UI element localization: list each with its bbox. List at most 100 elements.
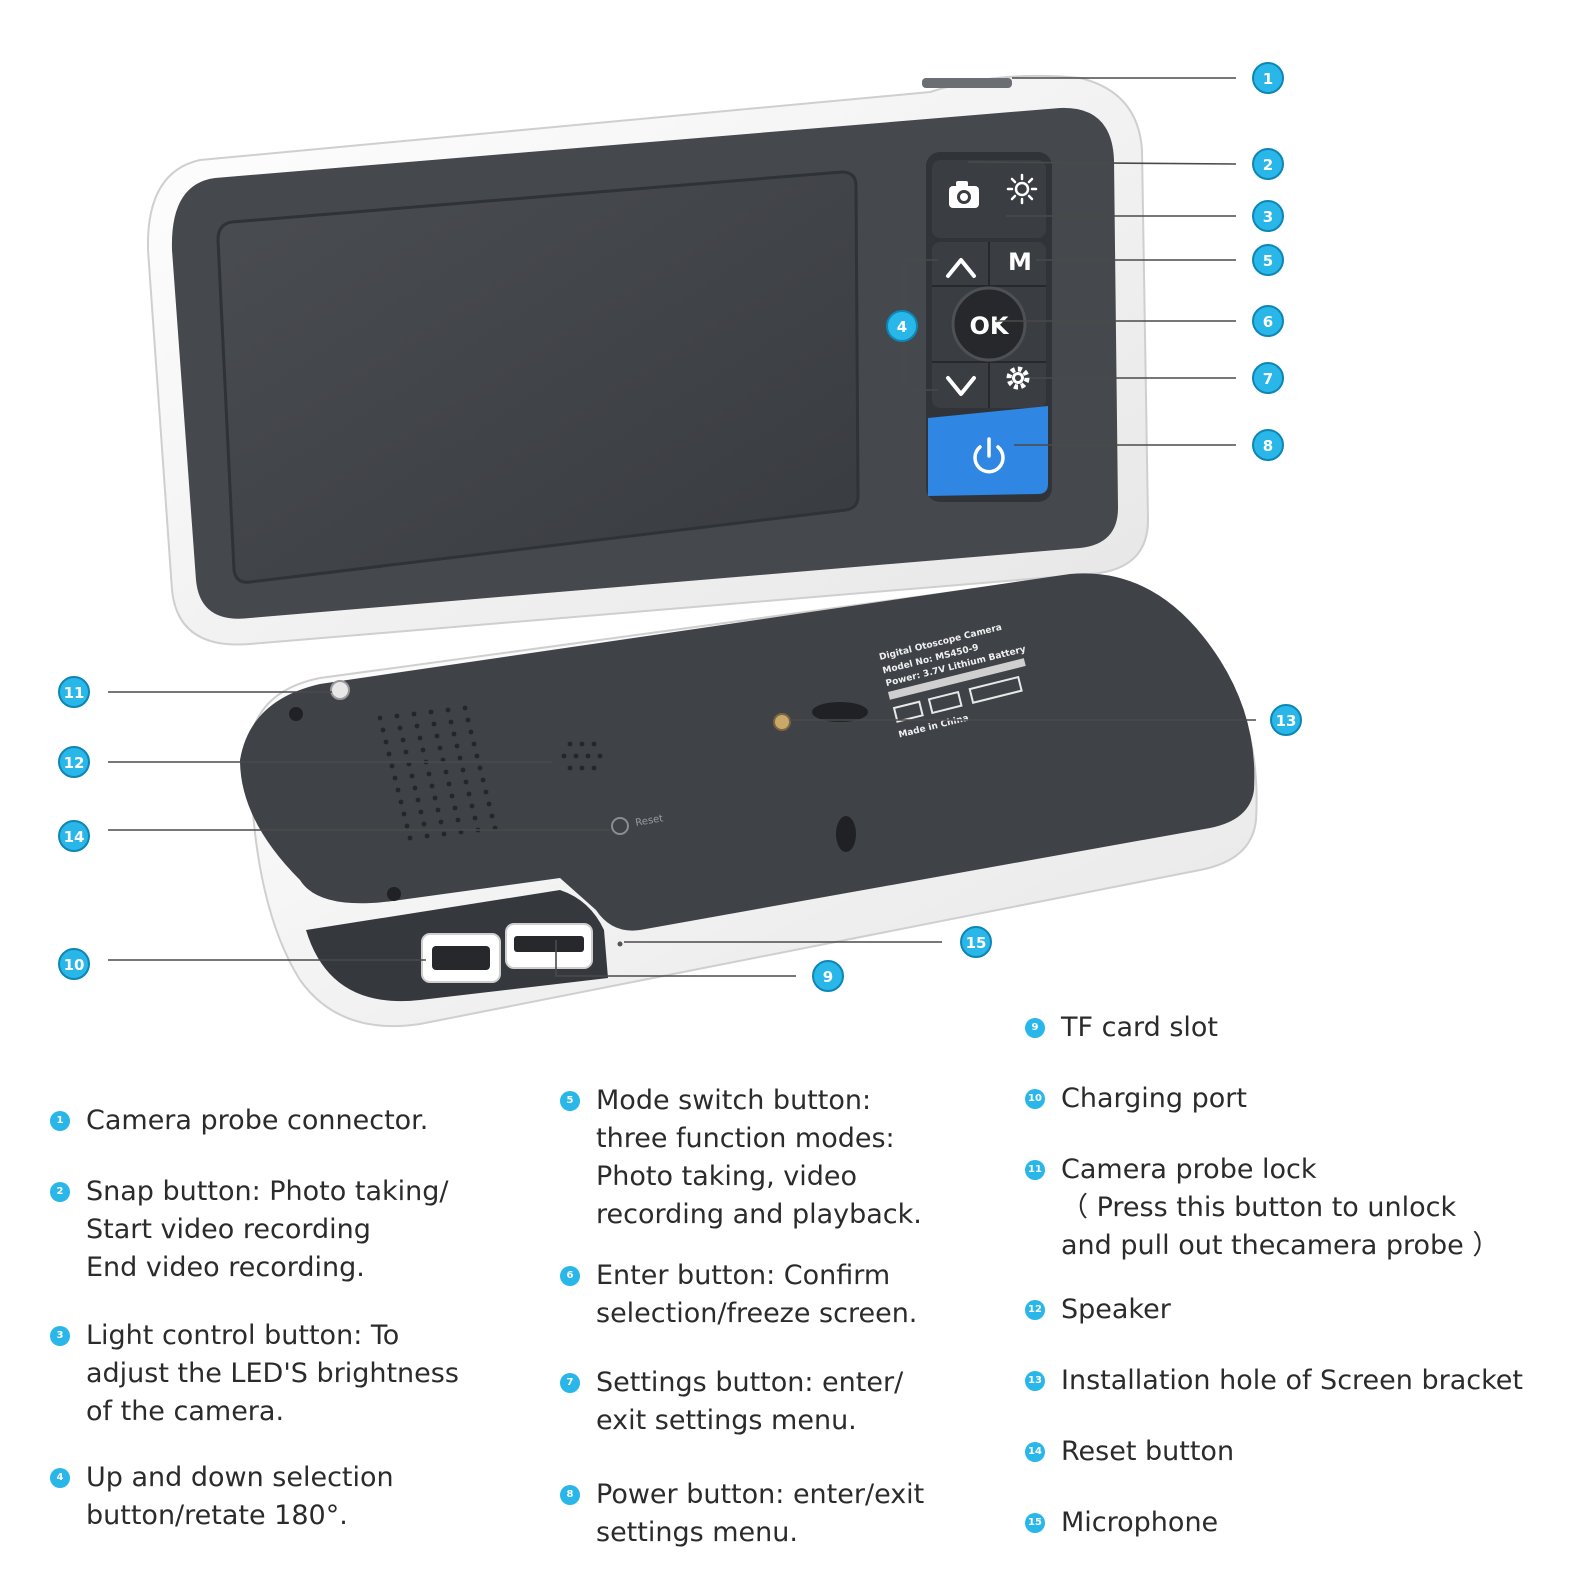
speaker-hole <box>469 803 475 809</box>
camera-icon[interactable] <box>949 181 979 208</box>
speaker-hole <box>417 735 423 741</box>
speaker-hole <box>383 739 389 745</box>
svg-text:6: 6 <box>1263 313 1273 331</box>
speaker-hole <box>573 753 579 759</box>
legend-number-badge: 11 <box>1025 1160 1045 1180</box>
speaker-hole <box>398 799 404 805</box>
microphone-hole <box>617 941 623 947</box>
svg-text:14: 14 <box>64 828 85 846</box>
speaker-hole <box>462 705 468 711</box>
speaker-hole <box>437 745 443 751</box>
speaker-hole <box>415 797 421 803</box>
speaker-hole <box>380 727 386 733</box>
back-cover <box>240 573 1255 931</box>
legend-number-badge: 5 <box>560 1091 580 1111</box>
callout-3: 3 <box>1252 200 1284 232</box>
callout-6: 6 <box>1252 305 1284 337</box>
legend-item-9: 9 TF card slot <box>1025 1009 1218 1047</box>
speaker-hole <box>443 769 449 775</box>
settings-gear-icon[interactable] <box>1006 366 1030 390</box>
legend-number-badge: 4 <box>50 1468 70 1488</box>
speaker-hole <box>449 793 455 799</box>
screw-hole <box>289 707 303 721</box>
speaker-hole <box>448 719 454 725</box>
speaker-hole <box>472 815 478 821</box>
speaker-hole <box>591 765 597 771</box>
callout-1: 1 <box>1252 62 1284 94</box>
speaker-hole <box>489 813 495 819</box>
svg-text:3: 3 <box>1263 208 1273 226</box>
power-icon <box>973 437 1005 474</box>
legend-item-12: 12 Speaker <box>1025 1291 1171 1329</box>
speaker-hole <box>567 741 573 747</box>
legend-number-badge: 1 <box>50 1111 70 1131</box>
probe-lock-button[interactable] <box>330 680 350 700</box>
speaker-hole <box>386 751 392 757</box>
svg-text:5: 5 <box>1263 252 1273 270</box>
callout-14: 14 <box>58 820 90 852</box>
speaker-hole <box>421 821 427 827</box>
svg-text:8: 8 <box>1263 437 1273 455</box>
speaker-hole <box>429 783 435 789</box>
speaker-hole <box>394 713 400 719</box>
callout-13: 13 <box>1270 704 1302 736</box>
speaker-hole <box>401 811 407 817</box>
up-arrow-icon[interactable] <box>946 258 976 278</box>
legend-item-14: 14 Reset button <box>1025 1433 1234 1471</box>
speaker-hole <box>403 749 409 755</box>
speaker-hole <box>420 747 426 753</box>
speaker-hole <box>404 823 410 829</box>
speaker-hole <box>466 791 472 797</box>
speaker-hole <box>428 709 434 715</box>
legend-item-15: 15 Microphone <box>1025 1504 1218 1542</box>
speaker-hole <box>445 707 451 713</box>
speaker-hole <box>597 753 603 759</box>
legend-number-badge: 8 <box>560 1485 580 1505</box>
callout-11: 11 <box>58 676 90 708</box>
speaker-hole <box>591 741 597 747</box>
svg-text:11: 11 <box>64 684 85 702</box>
speaker-hole <box>424 833 430 839</box>
speaker-hole <box>480 777 486 783</box>
legend-item-2: 2 Snap button: Photo taking/Start video … <box>50 1173 448 1287</box>
legend-number-badge: 14 <box>1025 1442 1045 1462</box>
speaker-hole <box>474 753 480 759</box>
reset-button[interactable] <box>611 817 629 835</box>
speaker-hole <box>392 775 398 781</box>
speaker-hole <box>418 809 424 815</box>
speaker-hole <box>434 733 440 739</box>
speaker-hole <box>561 753 567 759</box>
reset-label: Reset <box>635 813 664 829</box>
callout-12: 12 <box>58 746 90 778</box>
speaker-hole <box>465 717 471 723</box>
svg-text:15: 15 <box>966 934 987 952</box>
speaker-hole <box>468 729 474 735</box>
svg-text:1: 1 <box>1263 70 1273 88</box>
speaker-hole <box>451 731 457 737</box>
speaker-hole <box>477 765 483 771</box>
svg-text:12: 12 <box>64 754 85 772</box>
speaker-hole <box>400 737 406 743</box>
speaker-hole <box>440 757 446 763</box>
mode-button[interactable]: M <box>1008 248 1032 276</box>
svg-text:10: 10 <box>64 956 85 974</box>
svg-text:9: 9 <box>823 968 833 986</box>
speaker-hole <box>567 765 573 771</box>
callout-9: 9 <box>812 960 844 992</box>
brightness-icon[interactable] <box>1006 173 1038 205</box>
legend-number-badge: 9 <box>1025 1018 1045 1038</box>
ok-button[interactable] <box>951 286 1027 362</box>
speaker-hole <box>397 725 403 731</box>
speaker-hole <box>446 781 452 787</box>
speaker-hole <box>585 753 591 759</box>
speaker-hole <box>486 801 492 807</box>
legend-item-11: 11 Camera probe lock（ Press this button … <box>1025 1151 1499 1265</box>
bracket-slot <box>812 702 868 722</box>
legend-number-badge: 3 <box>50 1326 70 1346</box>
legend-item-10: 10 Charging port <box>1025 1080 1247 1118</box>
speaker-hole <box>389 763 395 769</box>
down-arrow-icon[interactable] <box>946 376 976 396</box>
